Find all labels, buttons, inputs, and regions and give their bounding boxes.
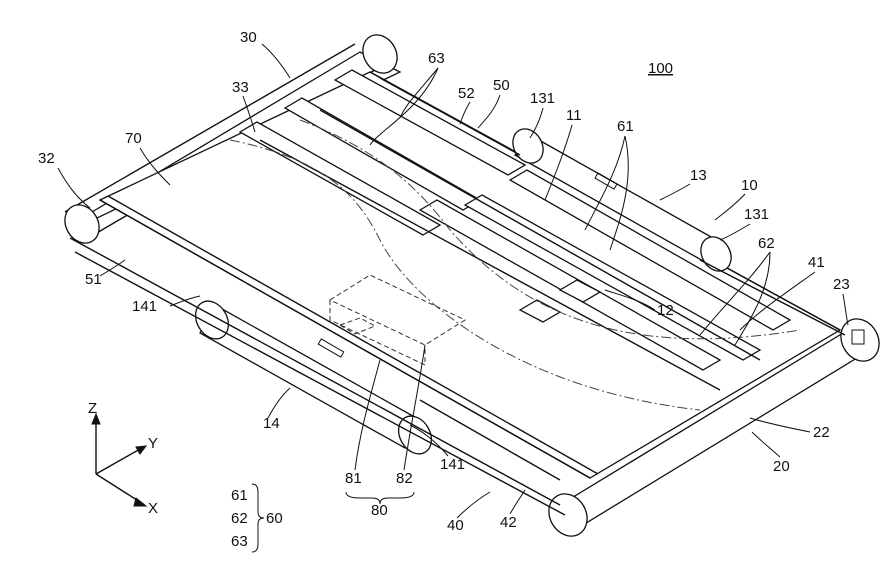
label-33: 33 [232,79,249,96]
label-22: 22 [813,424,830,441]
label-51: 51 [85,271,102,288]
label-41: 41 [808,254,825,271]
label-50: 50 [493,77,510,94]
label-13: 13 [690,167,707,184]
main-panel-70 [98,71,842,479]
curve-line-b [299,119,801,340]
label-42: 42 [500,514,517,531]
label-100: 100 [648,60,673,77]
label-131a: 131 [530,90,555,107]
curve-line [229,139,701,411]
label-61: 61 [617,118,634,135]
label-131b: 131 [744,206,769,223]
legend-62: 62 [231,510,248,527]
label-10: 10 [741,177,758,194]
leader-lines [57,43,849,519]
label-12: 12 [657,302,674,319]
label-82: 82 [396,470,413,487]
axis-z-label: Z [88,400,97,417]
legend-63: 63 [231,533,248,550]
legend-60: 61 62 63 60 [231,483,283,553]
label-80: 80 [371,502,388,519]
label-141b: 141 [440,456,465,473]
label-70: 70 [125,130,142,147]
axis-y-label: Y [148,435,158,452]
label-14: 14 [263,415,280,432]
sensor-80 [328,274,467,366]
label-141a: 141 [132,298,157,315]
roller-20 [548,318,880,537]
legend-61: 61 [231,487,248,504]
axis-x-label: X [148,500,158,517]
legend-group-60: 60 [266,510,283,527]
label-20: 20 [773,458,790,475]
label-62: 62 [758,235,775,252]
label-52: 52 [458,85,475,102]
roller-13 [512,128,732,272]
strips-60 [238,69,792,391]
axis-triad: Z Y X [88,400,158,517]
label-81: 81 [345,470,362,487]
label-63: 63 [428,50,445,67]
label-23: 23 [833,276,850,293]
label-11: 11 [566,107,582,124]
rails [69,77,846,516]
label-32: 32 [38,150,55,167]
label-40: 40 [447,517,464,534]
reference-labels: 100 30 63 50 52 131 33 11 61 70 32 13 10… [38,29,850,534]
label-30: 30 [240,29,257,46]
